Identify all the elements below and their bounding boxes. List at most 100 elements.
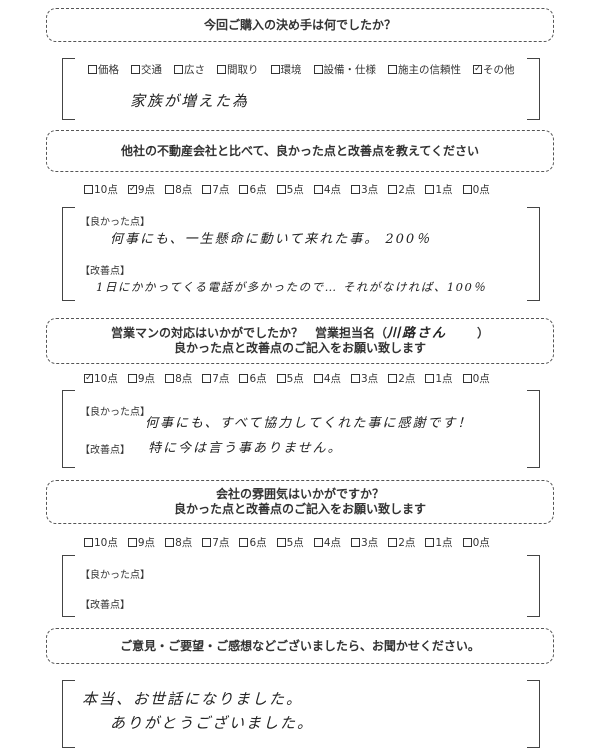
checkbox-icon[interactable] [276,185,286,194]
q3-header: 営業マンの対応はいかがでしたか？ 営業担当名（川路さん） 良かった点と改善点のご… [46,318,554,364]
option-label: 環境 [280,64,302,76]
q4-score-option[interactable]: 5点 [276,535,304,550]
q1-option-5[interactable]: 設備・仕様 [313,62,376,77]
q3-score-option[interactable]: 8点 [165,371,192,386]
q2-score-option[interactable]: 4点 [313,182,341,197]
option-label: 2点 [398,537,416,549]
q2-score-option[interactable]: 6点 [239,182,267,197]
checkbox-icon[interactable] [239,185,249,194]
q3-score-option[interactable]: 7点 [202,371,229,386]
checkbox-icon[interactable] [313,538,323,547]
q4-score-row: 10点 9点 8点 7点 6点 5点 4点 3点 2点 1点 0点 [84,535,490,550]
checkbox-icon[interactable] [165,538,175,547]
q3-score-option[interactable]: 9点 [127,371,155,386]
q1-header: 今回ご購入の決め手は何でしたか？ [46,8,554,42]
checkbox-icon[interactable] [127,538,137,547]
checkbox-icon[interactable] [351,538,360,547]
checkbox-icon[interactable] [202,374,212,383]
checkbox-icon[interactable] [239,374,249,383]
checkbox-icon[interactable] [84,538,93,547]
q2-score-option[interactable]: 3点 [351,182,378,197]
checkbox-icon[interactable] [239,538,249,547]
checkbox-icon[interactable] [127,374,137,383]
checkbox-icon[interactable] [388,374,398,383]
q3-score-option[interactable]: 0点 [462,371,490,386]
checkbox-icon[interactable] [462,374,472,383]
checkbox-icon[interactable] [425,538,435,547]
option-label: 4点 [323,537,341,549]
q3-score-option[interactable]: 1点 [425,371,453,386]
checkbox-icon[interactable] [313,65,323,74]
q1-option-1[interactable]: 交通 [131,62,162,77]
q1-option-3[interactable]: 間取り [217,62,259,77]
q3-score-option[interactable]: 3点 [351,371,378,386]
checkbox-icon[interactable] [217,65,226,74]
checkbox-icon[interactable] [313,185,323,194]
checkbox-icon[interactable] [88,65,97,74]
q4-score-option[interactable]: 8点 [165,535,192,550]
checked-checkbox-icon[interactable]: ✓ [84,373,93,383]
checkbox-icon[interactable] [388,185,398,194]
q3-score-row: ✓10点 9点 8点 7点 6点 5点 4点 3点 2点 1点 0点 [84,371,490,386]
q1-option-2[interactable]: 広さ [174,62,205,77]
q4-score-option[interactable]: 1点 [425,535,453,550]
q4-score-option[interactable]: 2点 [388,535,415,550]
q3-score-option[interactable]: ✓10点 [84,371,118,386]
checkbox-icon[interactable] [165,374,175,383]
checkbox-icon[interactable] [351,374,360,383]
checkbox-icon[interactable] [388,538,398,547]
q2-score-option[interactable]: 8点 [165,182,192,197]
option-label: 4点 [323,373,341,385]
q1-option-7[interactable]: ✓その他 [473,62,515,77]
q4-score-option[interactable]: 0点 [462,535,490,550]
option-label: 7点 [212,373,230,385]
q3-score-option[interactable]: 6点 [239,371,267,386]
checkbox-icon[interactable] [388,65,397,74]
q2-score-option[interactable]: ✓9点 [127,182,155,197]
checkbox-icon[interactable] [425,185,435,194]
q2-score-option[interactable]: 2点 [388,182,415,197]
checkbox-icon[interactable] [202,538,212,547]
checkbox-icon[interactable] [174,65,183,74]
q2-score-option[interactable]: 7点 [202,182,229,197]
checked-checkbox-icon[interactable]: ✓ [473,64,482,74]
option-label: 3点 [361,537,379,549]
checkbox-icon[interactable] [270,65,280,74]
checkbox-icon[interactable] [425,374,435,383]
checkbox-icon[interactable] [351,185,360,194]
q1-option-6[interactable]: 施主の信頼性 [388,62,461,77]
q2-score-option[interactable]: 0点 [462,182,490,197]
option-label: 間取り [227,64,259,76]
q4-score-option[interactable]: 4点 [313,535,341,550]
checkbox-icon[interactable] [313,374,323,383]
q4-score-option[interactable]: 9点 [127,535,155,550]
q2-score-option[interactable]: 1点 [425,182,453,197]
q3-score-option[interactable]: 2点 [388,371,415,386]
checkbox-icon[interactable] [462,538,472,547]
q1-option-0[interactable]: 価格 [88,62,119,77]
q5-answer-box [62,680,540,748]
q4-title-line2: 良かった点と改善点のご記入をお願い致します [173,502,426,516]
checkbox-icon[interactable] [84,185,93,194]
q3-score-option[interactable]: 4点 [313,371,341,386]
q2-score-option[interactable]: 10点 [84,182,118,197]
option-label: 7点 [212,537,230,549]
q3-score-option[interactable]: 5点 [276,371,304,386]
q4-improve-label: 【改善点】 [80,600,130,611]
q2-score-option[interactable]: 5点 [276,182,304,197]
q5-answer-line2: ありがとうございました。 [110,714,315,732]
q1-option-4[interactable]: 環境 [270,62,302,77]
checkbox-icon[interactable] [276,374,286,383]
checkbox-icon[interactable] [276,538,286,547]
checkbox-icon[interactable] [462,185,472,194]
checkbox-icon[interactable] [202,185,212,194]
q2-score-row: 10点 ✓9点 8点 7点 6点 5点 4点 3点 2点 1点 0点 [84,182,490,197]
q2-improve-answer: 1日にかかってくる電話が多かったので… それがなければ、100％ [96,280,487,294]
checked-checkbox-icon[interactable]: ✓ [127,184,137,194]
q4-score-option[interactable]: 10点 [84,535,118,550]
q4-score-option[interactable]: 6点 [239,535,267,550]
checkbox-icon[interactable] [165,185,175,194]
q4-score-option[interactable]: 7点 [202,535,229,550]
checkbox-icon[interactable] [131,65,140,74]
q4-score-option[interactable]: 3点 [351,535,378,550]
